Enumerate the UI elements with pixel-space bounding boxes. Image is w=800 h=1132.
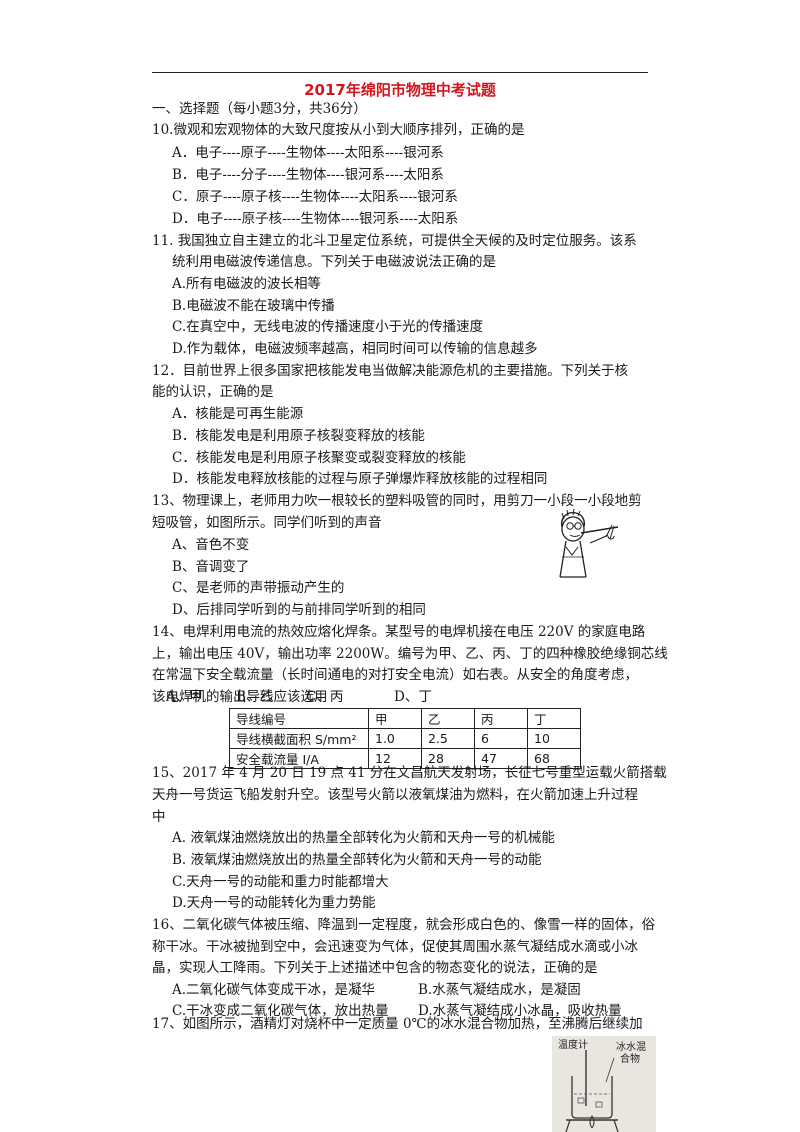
table-cell: 10	[527, 728, 581, 749]
table-cell: 47	[474, 748, 528, 769]
q15-stem-line3: 中	[152, 809, 166, 825]
header-rule	[152, 72, 648, 73]
q14-stem-line3: 在常温下安全载流量（长时间通电的对打安全电流）如右表。从安全的角度考虑，	[152, 667, 638, 683]
q16-option-a: A.二氧化碳气体变成干冰，是凝华	[172, 982, 376, 998]
q11-option-d: D.作为载体，电磁波频率越高，相同时间可以传输的信息越多	[172, 341, 538, 357]
q11-option-b: B.电磁波不能在玻璃中传播	[172, 298, 335, 314]
q12-option-d: D．核能发电释放核能的过程与原子弹爆炸释放核能的过程相同	[172, 471, 548, 487]
q14-option-a: A、甲	[166, 689, 203, 705]
q15-option-c: C.天舟一号的动能和重力时能都增大	[172, 874, 389, 890]
table-cell: 2.5	[421, 728, 475, 749]
thermometer-label: 温度计	[558, 1040, 588, 1051]
table-cell: 乙	[421, 708, 475, 729]
table-cell: 安全载流量 I/A	[229, 748, 369, 769]
q16-option-d: D.水蒸气凝结成小冰晶，吸收热量	[418, 1003, 622, 1019]
q10-stem: 10.微观和宏观物体的大致尺度按从小到大顺序排列，正确的是	[152, 122, 525, 138]
q10-option-b: B．电子----分子----生物体----银河系----太阳系	[172, 167, 444, 183]
q13-stem-line1: 13、物理课上，老师用力吹一根较长的塑料吸管的同时，用剪刀一小段一小段地剪	[152, 493, 642, 509]
q10-option-a: A．电子----原子----生物体----太阳系----银河系	[172, 145, 444, 161]
q15-stem-line1: 15、2017 年 4 月 20 日 19 点 41 分在文昌航天发射场，长征七…	[152, 765, 667, 781]
table-cell: 6	[474, 728, 528, 749]
q11-stem-line1: 11. 我国独立自主建立的北斗卫星定位系统，可提供全天候的及时定位服务。该系	[152, 233, 637, 249]
q14-option-b: B、乙	[236, 689, 273, 705]
q15-option-a: A. 液氧煤油燃烧放出的热量全部转化为火箭和天舟一号的机械能	[172, 830, 555, 846]
page-title: 2017年绵阳市物理中考试题	[304, 81, 496, 99]
table-cell: 68	[527, 748, 581, 769]
table-cell: 丁	[527, 708, 581, 729]
q13-stem-line2: 短吸管，如图所示。同学们听到的声音	[152, 515, 382, 531]
q12-stem-line1: 12．目前世界上很多国家把核能发电当做解决能源危机的主要措施。下列关于核	[152, 363, 629, 379]
q11-stem-line2: 统利用电磁波传递信息。下列关于电磁波说法正确的是	[172, 254, 496, 270]
q14-option-d: D、丁	[394, 689, 432, 705]
beaker-heating-illustration	[565, 1050, 619, 1132]
q16-stem-line3: 晶，实现人工降雨。下列关于上述描述中包含的物态变化的说法，正确的是	[152, 960, 598, 976]
wire-spec-table: 导线编号 甲 乙 丙 丁 导线横截面积 S/mm² 1.0 2.5 6 10 安…	[229, 708, 581, 769]
table-row: 导线横截面积 S/mm² 1.0 2.5 6 10	[229, 728, 581, 749]
q13-option-a: A、音色不变	[172, 537, 250, 553]
q16-option-c: C.干冰变成二氧化碳气体，放出热量	[172, 1003, 389, 1019]
q13-option-b: B、音调变了	[172, 559, 250, 575]
table-cell: 丙	[474, 708, 528, 729]
q16-stem-line2: 称干冰。干冰被抛到空中，会迅速变为气体，促使其周围水蒸气凝结成水滴或小冰	[152, 939, 638, 955]
beaker-heating-figure: 温度计 冰水混 合物	[552, 1036, 656, 1132]
table-row: 安全载流量 I/A 12 28 47 68	[229, 748, 581, 769]
q14-stem-line2: 上，输出电压 40V，输出功率 2200W。编号为甲、乙、丙、丁的四种橡胶绝缘铜…	[152, 646, 668, 662]
table-cell: 甲	[368, 708, 422, 729]
table-cell: 28	[421, 748, 475, 769]
q15-option-d: D.天舟一号的动能转化为重力势能	[172, 895, 376, 911]
q11-option-a: A.所有电磁波的波长相等	[172, 276, 322, 292]
q12-stem-line2: 能的认识，正确的是	[152, 384, 274, 400]
table-row: 导线编号 甲 乙 丙 丁	[229, 708, 581, 729]
q13-option-d: D、后排同学听到的与前排同学听到的相同	[172, 602, 426, 618]
q12-option-b: B．核能发电是利用原子核裂变释放的核能	[172, 428, 425, 444]
table-cell: 1.0	[368, 728, 422, 749]
q10-option-d: D．电子----原子核----生物体----银河系----太阳系	[172, 211, 459, 227]
q11-option-c: C.在真空中，无线电波的传播速度小于光的传播速度	[172, 319, 484, 335]
q14-stem-line1: 14、电焊利用电流的热效应熔化焊条。某型号的电焊机接在电压 220V 的家庭电路	[152, 624, 646, 640]
ice-water-label-line2: 合物	[620, 1054, 640, 1065]
table-cell: 12	[368, 748, 422, 769]
table-cell: 导线横截面积 S/mm²	[229, 728, 369, 749]
q12-option-c: C．核能发电是利用原子核聚变或裂变释放的核能	[172, 450, 466, 466]
q10-option-c: C．原子----原子核----生物体----太阳系----银河系	[172, 189, 458, 205]
table-cell: 导线编号	[229, 708, 369, 729]
teacher-straw-illustration	[559, 508, 619, 578]
q16-option-b: B.水蒸气凝结成水，是凝固	[418, 982, 581, 998]
q15-stem-line2: 天舟一号货运飞船发射升空。该型号火箭以液氧煤油为燃料，在火箭加速上升过程	[152, 787, 638, 803]
q14-stem-line4: 该电焊机的输出导线应该选用	[152, 689, 328, 705]
q16-stem-line1: 16、二氧化碳气体被压缩、降温到一定程度，就会形成白色的、像雪一样的固体，俗	[152, 917, 656, 933]
section-header: 一、选择题（每小题3分，共36分）	[152, 101, 367, 117]
q12-option-a: A．核能是可再生能源	[172, 406, 304, 422]
ice-water-label-line1: 冰水混	[616, 1042, 646, 1053]
q17-stem: 17、如图所示，酒精灯对烧杯中一定质量 0℃的冰水混合物加热，至沸腾后继续加	[152, 1016, 643, 1032]
q15-option-b: B. 液氧煤油燃烧放出的热量全部转化为火箭和天舟一号的动能	[172, 852, 542, 868]
q14-option-c: C、丙	[306, 689, 344, 705]
q13-option-c: C、是老师的声带振动产生的	[172, 580, 345, 596]
